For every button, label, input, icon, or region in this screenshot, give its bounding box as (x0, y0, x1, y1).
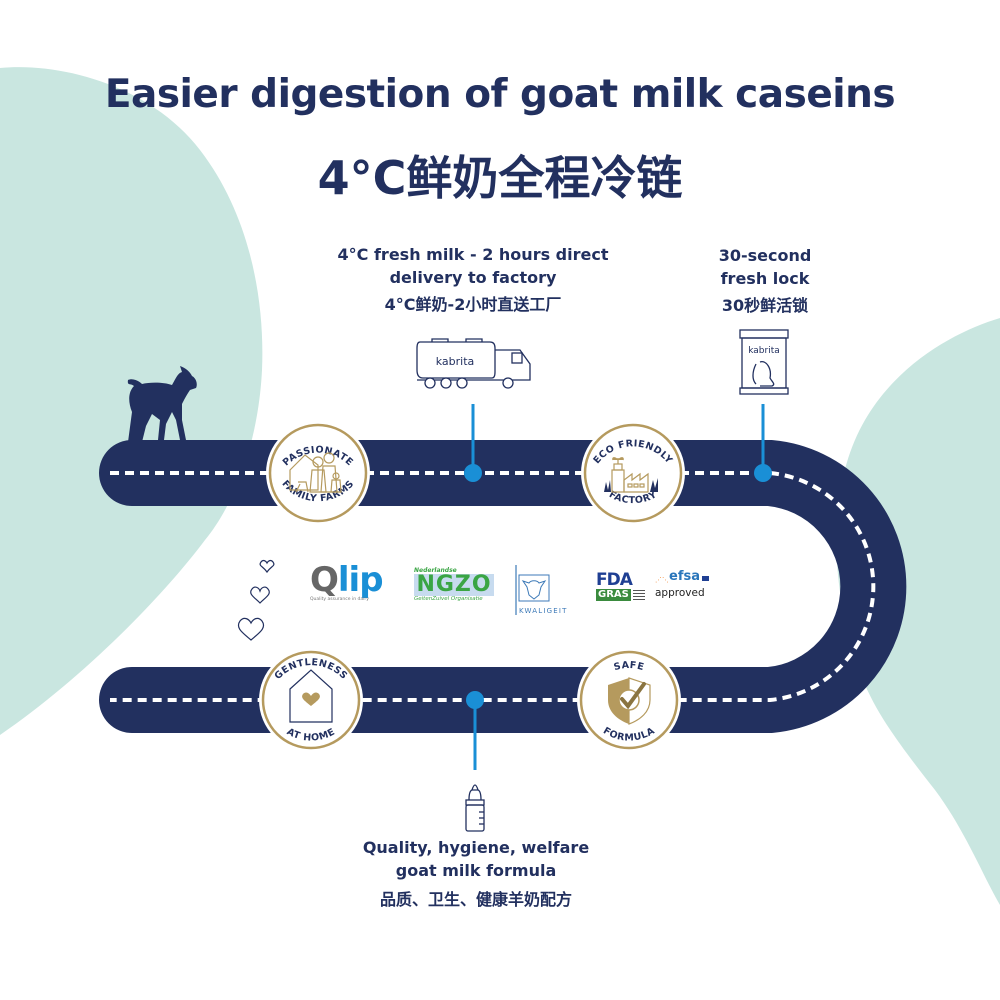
efsa-stars-icon: ⋰⋱ (655, 576, 669, 584)
can-brand-label: kabrita (748, 346, 780, 356)
heart-icon (237, 617, 265, 641)
kwaligeit-name: KWALIGEIT (519, 607, 568, 615)
ngzo-bottom-text: GeitenZuivel Organisatie (414, 596, 483, 602)
qlip-logo: Qlip Quality assurance in dairy (310, 562, 400, 612)
pin-delivery (464, 404, 482, 482)
caption-cn: 4°C鲜奶-2小时直送工厂 (384, 295, 562, 314)
caption-en-line-2: goat milk formula (395, 861, 557, 880)
badge-gentleness: GENTLENESS AT HOME (259, 648, 363, 752)
hearts-decoration (237, 559, 275, 641)
badge-eco-factory: ECO FRIENDLY FACTORY (581, 421, 685, 525)
formula-can-icon (739, 329, 789, 395)
qlip-q: Q (310, 560, 339, 600)
kwaligeit-logo: KWALIGEIT (515, 565, 575, 617)
step-caption-formula: Quality, hygiene, welfare goat milk form… (320, 836, 632, 911)
baby-bottle-icon (465, 784, 485, 832)
svg-text:AT HOME: AT HOME (285, 726, 337, 743)
caption-en-line-2: fresh lock (720, 269, 810, 288)
shield-check-icon (608, 677, 651, 725)
pin-fresh-lock (754, 404, 772, 482)
house-heart-icon (289, 669, 333, 723)
factory-sprout-icon (611, 457, 649, 493)
efsa-name: efsa (669, 569, 700, 584)
truck-brand-label: kabrita (436, 355, 475, 368)
grass-icon (604, 478, 658, 492)
badge-bottom-text: AT HOME (285, 726, 337, 743)
efsa-approved: approved (655, 587, 705, 599)
step-caption-delivery: 4°C fresh milk - 2 hours direct delivery… (312, 243, 634, 316)
heart-icon (250, 586, 270, 604)
caption-en-line-1: 4°C fresh milk - 2 hours direct (337, 245, 609, 264)
caption-en-line-1: 30-second (718, 246, 812, 265)
pin-formula (466, 691, 484, 770)
family-house-icon (289, 452, 342, 493)
fda-gras-logo: FDA GRAS (596, 571, 646, 607)
gras-label: GRAS (596, 589, 631, 601)
heart-icon (302, 692, 320, 706)
gras-fine-print (632, 590, 645, 600)
ngzo-top-text: Nederlandse (414, 567, 457, 574)
qlip-lip: lip (337, 560, 384, 600)
caption-cn: 品质、卫生、健康羊奶配方 (379, 890, 572, 909)
page-title: Easier digestion of goat milk caseins (104, 72, 896, 117)
svg-text:FACTORY: FACTORY (607, 489, 659, 506)
caption-cn: 30秒鲜活锁 (721, 296, 809, 315)
ngzo-logo: Nederlandse NGZO GeitenZuivel Organisati… (414, 567, 500, 609)
badge-bottom-text: FACTORY (607, 489, 658, 506)
efsa-logo: ⋰⋱ efsa approved (655, 570, 715, 608)
milk-tanker-truck-icon (416, 338, 531, 389)
road-center-dashes (110, 471, 876, 702)
caption-en-line-2: delivery to factory (389, 268, 557, 287)
goat-silhouette-icon (127, 366, 197, 442)
qlip-tagline: Quality assurance in dairy (310, 597, 369, 602)
goat-head-icon (521, 580, 547, 600)
heart-icon (259, 559, 275, 574)
eu-flag-icon (701, 576, 709, 581)
page-subtitle-cn: 4°C鲜奶全程冷链 (317, 151, 683, 205)
road (99, 440, 907, 733)
badge-safe-formula: SAFE FORMULA (577, 648, 681, 752)
step-caption-fresh-lock: 30-second fresh lock 30秒鲜活锁 (690, 244, 840, 317)
caption-en-line-1: Quality, hygiene, welfare (362, 838, 590, 857)
mint-blob-right (836, 318, 1000, 905)
fda-name: FDA (596, 570, 633, 590)
badge-family-farms: PASSIONATE FAMILY FARMS (266, 421, 370, 525)
ngzo-name: NGZO (416, 572, 492, 597)
